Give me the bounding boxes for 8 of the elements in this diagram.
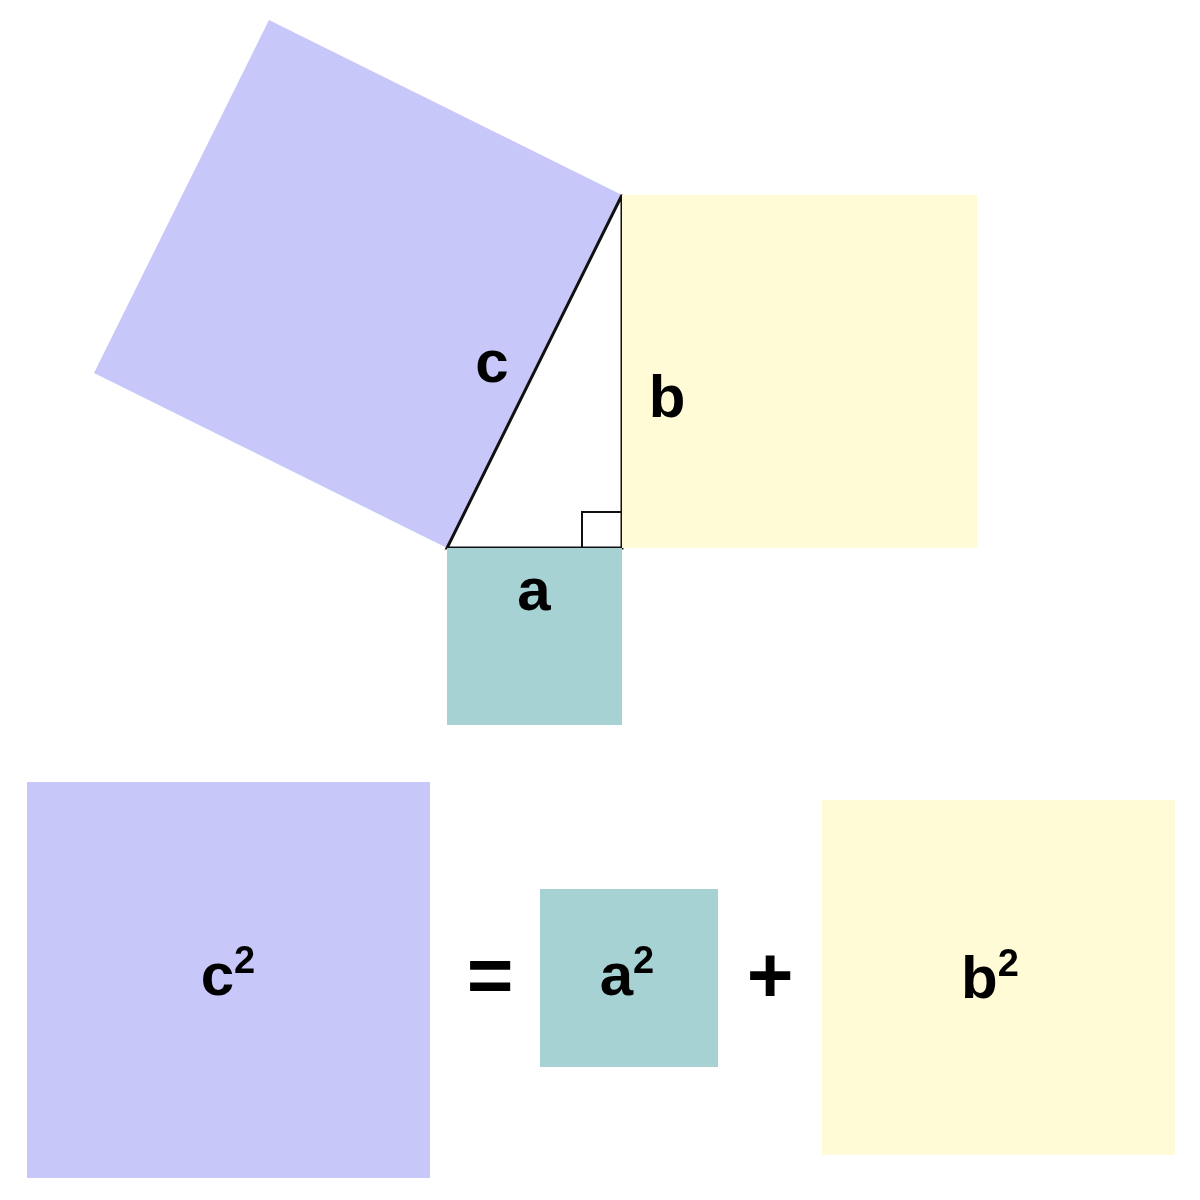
area-label: c$^{2}$ (200, 945, 256, 1005)
side-label: c (475, 332, 509, 392)
area-label: a$^{2}$ (599, 945, 655, 1005)
side-label: a (517, 560, 551, 620)
equals-sign: = (466, 935, 514, 1015)
side-label: b (648, 367, 686, 427)
plus-sign: + (746, 935, 794, 1015)
area-label: b$^{2}$ (961, 948, 1019, 1008)
